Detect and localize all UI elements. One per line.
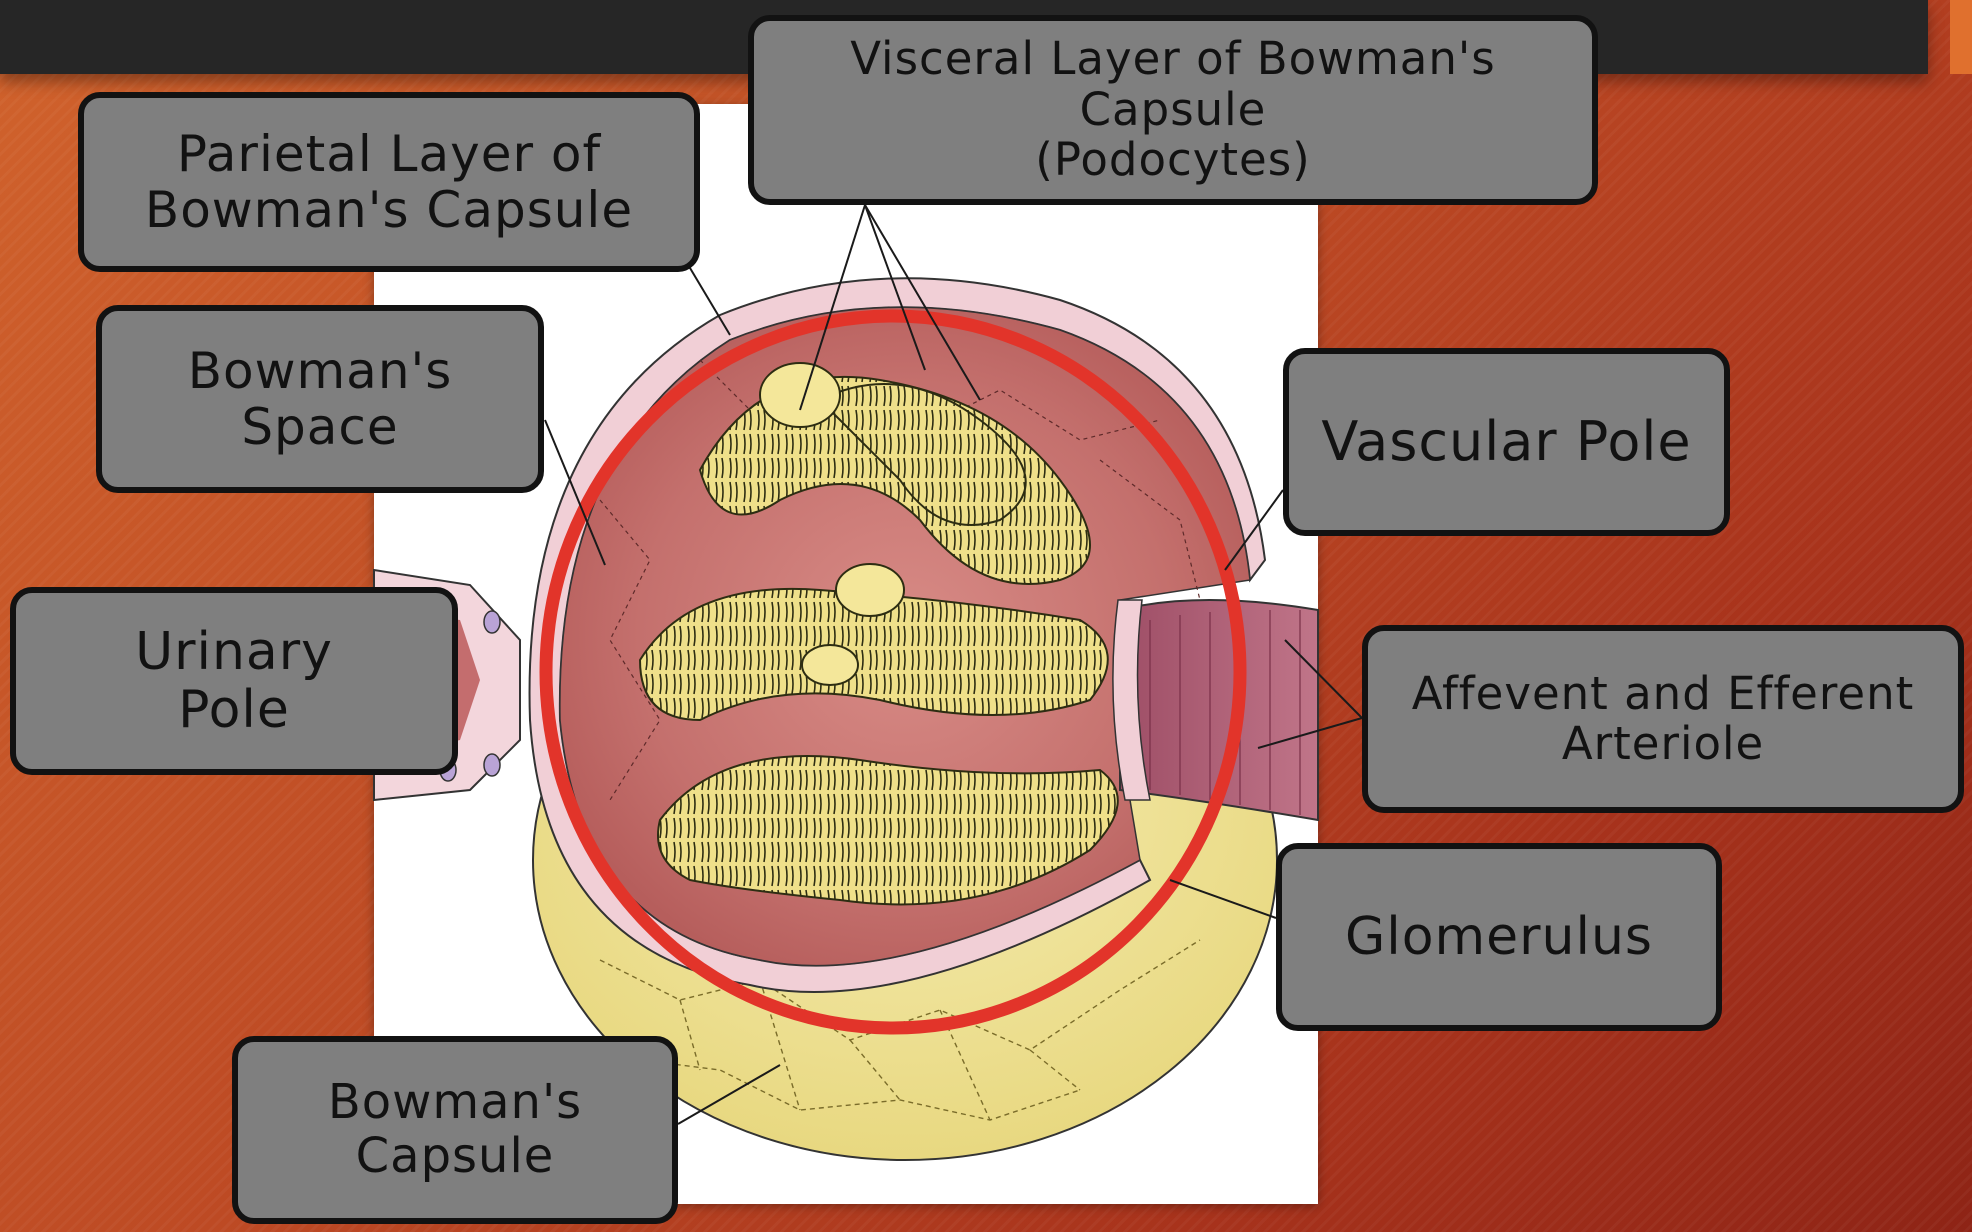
label-visceral-layer: Visceral Layer of Bowman's Capsule (Podo… xyxy=(748,15,1598,205)
label-bowmans-capsule: Bowman's Capsule xyxy=(232,1036,678,1224)
label-parietal-layer: Parietal Layer of Bowman's Capsule xyxy=(78,92,700,272)
label-arterioles: Affevent and Efferent Arteriole xyxy=(1362,625,1964,813)
slide-accent-strip xyxy=(1950,0,1972,74)
highlight-circle xyxy=(539,309,1247,1035)
label-vascular-pole: Vascular Pole xyxy=(1283,348,1730,536)
label-urinary-pole: Urinary Pole xyxy=(10,587,458,775)
glomerular-capillary-tuft xyxy=(638,362,1119,906)
podocyte-cell-outlines xyxy=(599,359,1201,801)
label-glomerulus: Glomerulus xyxy=(1276,843,1722,1031)
leader-lines xyxy=(544,204,1363,1125)
label-bowmans-space: Bowman's Space xyxy=(96,305,544,493)
